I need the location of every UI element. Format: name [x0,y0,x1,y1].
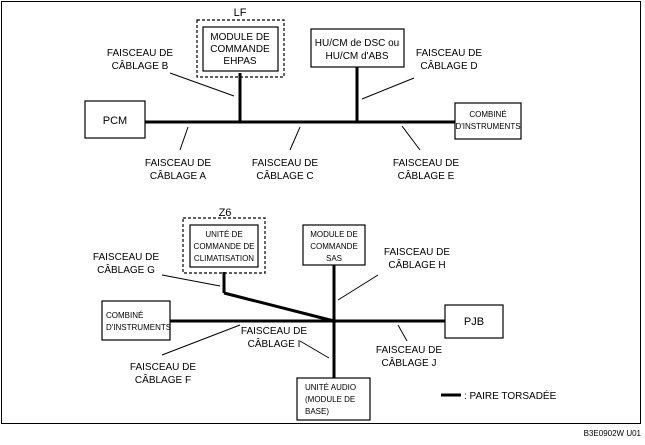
clim-unit-box [189,224,259,268]
hucm-line-1: HU/CM de DSC ou [315,38,399,49]
leader-harness-e [401,125,421,151]
audio-unit-box [296,377,371,421]
harness-a-line-2: CÂBLAGE A [150,169,206,182]
pcm-label: PCM [103,115,127,127]
harness-i-line-1: FAISCEAU DE [241,326,307,337]
leader-harness-h [337,274,379,301]
harness-j-line-1: FAISCEAU DE [376,345,442,356]
combine-top-line-2: D'INSTRUMENTS [455,122,520,131]
pcm-box [84,100,146,139]
clim-line-2: COMMANDE DE [194,242,255,251]
harness-f-line-2: CÂBLAGE F [135,373,191,386]
legend: : PAIRE TORSADÉE [441,389,557,402]
leader-harness-b [169,72,235,97]
pjb-label: PJB [464,316,484,328]
top-network: LF MODULE DE COMMANDE EHPAS HU/CM de DSC… [84,7,522,182]
leader-harness-i [299,340,330,359]
clim-line-3: CLIMATISATION [194,254,254,263]
bus-branch-clim-diagonal [223,291,335,323]
leader-harness-g [161,274,221,287]
harness-c-line-2: CÂBLAGE C [256,169,313,182]
harness-h-line-2: CÂBLAGE H [388,258,445,271]
leader-harness-j [397,324,408,342]
harness-e-line-2: CÂBLAGE E [398,169,455,182]
combine-bottom-line-1: COMBINÉ [106,311,143,320]
z6-dashed-boundary [182,217,266,274]
harness-f-line-1: FAISCEAU DE [130,362,196,373]
harness-i-line-2: CÂBLAGE I [248,337,301,350]
sas-module-box [302,224,366,266]
harness-h-line-1: FAISCEAU DE [384,247,450,258]
combine-top-box [454,102,522,140]
harness-b-line-1: FAISCEAU DE [107,48,173,59]
hucm-box [310,28,405,68]
sas-line-1: MODULE DE [310,230,358,239]
harness-e-line-1: FAISCEAU DE [393,158,459,169]
harness-g-line-1: FAISCEAU DE [93,252,159,263]
audio-line-1: UNITÉ AUDIO [305,383,356,392]
harness-d-line-1: FAISCEAU DE [416,48,482,59]
audio-line-3: BASE) [305,407,329,416]
pjb-box [444,304,504,339]
harness-j-line-2: CÂBLAGE J [381,356,436,369]
combine-top-line-1: COMBINÉ [469,110,506,119]
figure-code: B3E0902W U01 [584,429,642,438]
clim-line-1: UNITÉ DE [205,230,242,239]
leader-harness-d [361,77,415,100]
leader-harness-f [161,324,241,356]
sas-line-2: COMMANDE [310,242,358,251]
lf-label: LF [234,7,247,19]
harness-b-line-2: CÂBLAGE B [112,59,169,72]
combine-bottom-line-2: D'INSTRUMENTS [106,323,171,332]
hucm-line-2: HU/CM d'ABS [325,51,388,62]
z6-label: Z6 [219,207,232,219]
ehpas-module-box [202,26,279,72]
bottom-network: Z6 UNITÉ DE COMMANDE DE CLIMATISATION MO… [93,207,504,421]
figure-frame [1,1,641,424]
lf-dashed-boundary [196,19,285,78]
combine-bottom-box [101,300,171,341]
harness-d-line-2: CÂBLAGE D [420,59,477,72]
harness-a-line-1: FAISCEAU DE [145,158,211,169]
audio-line-2: (MODULE DE [305,395,355,404]
legend-text: : PAIRE TORSADÉE [464,389,557,402]
leader-harness-a [179,126,189,151]
ehpas-line-3: EHPAS [223,56,256,67]
sas-line-3: SAS [326,254,342,263]
ehpas-line-1: MODULE DE [210,32,270,43]
harness-g-line-2: CÂBLAGE G [97,263,155,276]
harness-c-line-1: FAISCEAU DE [252,158,318,169]
leader-harness-c [289,126,301,151]
ehpas-line-2: COMMANDE [210,44,270,55]
